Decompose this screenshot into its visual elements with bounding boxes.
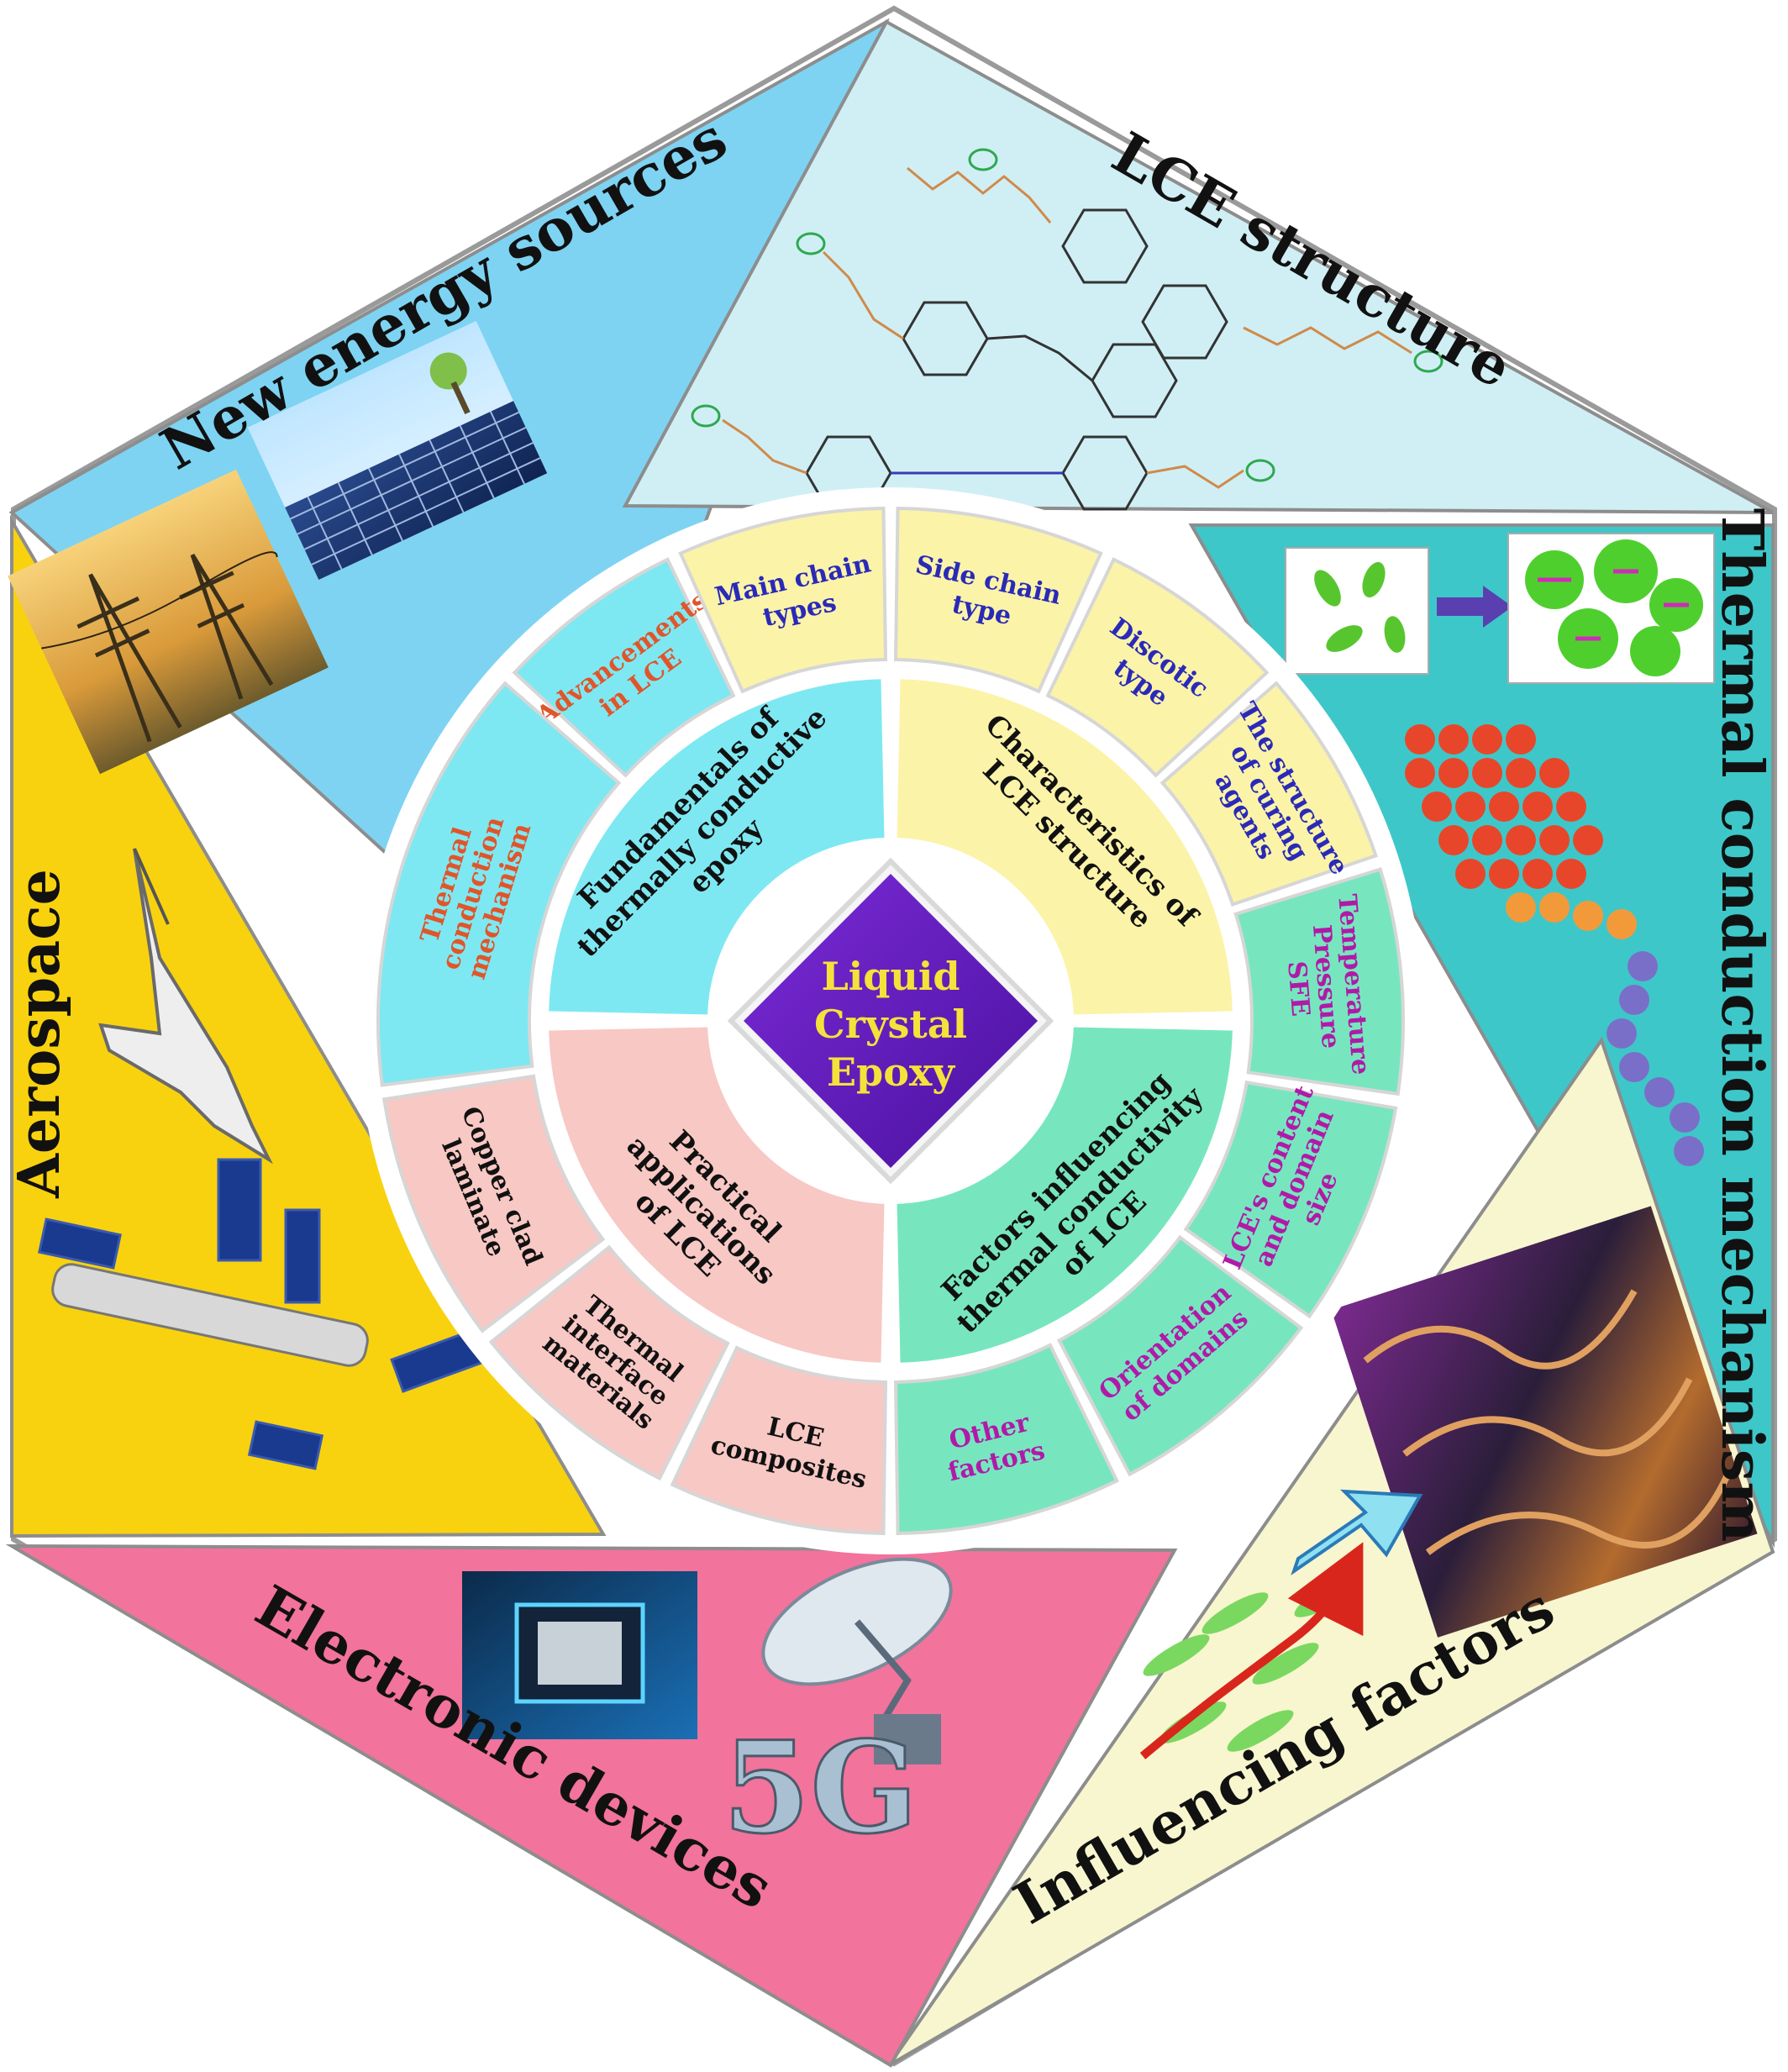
outer-segment-13 bbox=[376, 681, 622, 1087]
outer-segment-4 bbox=[1045, 557, 1270, 778]
outer-segment-2 bbox=[678, 507, 888, 694]
outer-segment-6 bbox=[1233, 867, 1405, 1096]
inner-segment-3 bbox=[891, 1022, 1238, 1368]
solar-panel-photo bbox=[247, 320, 548, 581]
outer-segment-9 bbox=[893, 1343, 1119, 1535]
outer-segment-12 bbox=[381, 1074, 606, 1333]
outer-segment-5 bbox=[1160, 681, 1378, 907]
inner-segment-2 bbox=[891, 674, 1238, 1020]
center-diamond: Liquid Crystal Epoxy bbox=[727, 857, 1054, 1185]
center-line-1: Liquid bbox=[821, 954, 960, 999]
inner-segment-4 bbox=[544, 1022, 890, 1368]
panel-electronic bbox=[5, 1543, 1178, 2068]
outer-segment-7 bbox=[1183, 1080, 1398, 1319]
phonon-chain-illustration bbox=[1405, 724, 1704, 1166]
outer-segment-6-label-line-3: SFE bbox=[1281, 960, 1315, 1018]
mesogen-network-illustration bbox=[1139, 1542, 1364, 1759]
center-line-3: Epoxy bbox=[827, 1049, 955, 1095]
outer-segment-1 bbox=[512, 557, 736, 778]
panel-lce-structure bbox=[622, 19, 1774, 514]
fighter-jet-photo bbox=[98, 848, 273, 1165]
center-line-2: Crystal bbox=[814, 1002, 967, 1047]
satellite-dish-5g-photo: 5G bbox=[722, 1557, 953, 1864]
space-station-photo bbox=[38, 1158, 484, 1470]
polarized-micrograph bbox=[1331, 1206, 1758, 1638]
inner-segment-1 bbox=[544, 674, 890, 1020]
outer-segment-10 bbox=[670, 1345, 888, 1535]
outer-segment-11 bbox=[488, 1244, 730, 1481]
outer-segment-3 bbox=[893, 507, 1103, 694]
filler-dispersion-icons bbox=[1285, 533, 1715, 684]
title-aerospace: Aerospace bbox=[6, 869, 73, 1199]
power-lines-photo bbox=[8, 469, 329, 775]
five-g-label: 5G bbox=[723, 1714, 918, 1862]
chip-photo bbox=[462, 1571, 697, 1739]
title-thermal-mechanism: Thermal conduction mechanism bbox=[1708, 508, 1775, 1543]
outer-segment-8 bbox=[1056, 1234, 1304, 1477]
